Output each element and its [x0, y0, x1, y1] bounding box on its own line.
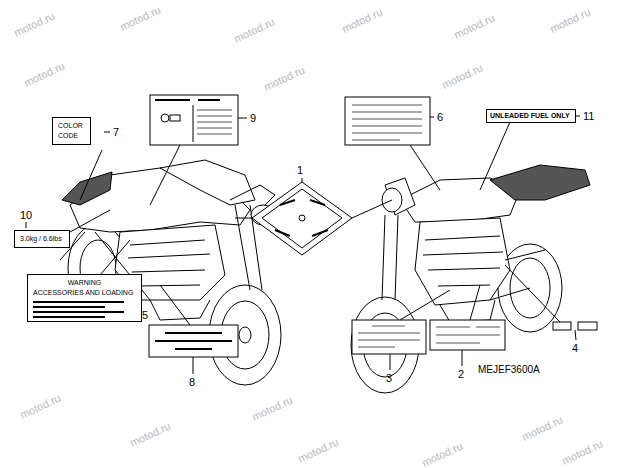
label-text: 3.0kg / 6.6lbs	[20, 234, 64, 244]
callout-number: 3	[386, 372, 392, 384]
watermark: motod.ru	[250, 394, 294, 423]
label-text: ACCESSORIES AND LOADING	[33, 288, 136, 298]
watermark: motod.ru	[548, 6, 592, 35]
caution-label: COLORCODE	[52, 117, 91, 145]
watermark: motod.ru	[18, 392, 62, 421]
watermark: motod.ru	[262, 64, 306, 93]
watermark: motod.ru	[232, 16, 276, 45]
caution-label: 3.0kg / 6.6lbs	[14, 230, 70, 248]
label-text: WARNING	[33, 278, 136, 288]
leader-lines	[26, 116, 580, 374]
watermark: motod.ru	[440, 62, 484, 91]
callout-number: 9	[250, 112, 256, 124]
watermark: motod.ru	[296, 436, 340, 465]
callout-number: 8	[189, 376, 195, 388]
callout-number: 5	[142, 309, 148, 321]
callout-number: 6	[437, 111, 443, 123]
motorcycle-right	[351, 165, 590, 393]
caution-label: WARNINGACCESSORIES AND LOADING	[27, 274, 142, 322]
watermark: motod.ru	[22, 60, 66, 89]
diagram-code: MEJEF3600A	[478, 364, 540, 376]
caution-label: UNLEADED FUEL ONLY	[486, 109, 576, 123]
watermark: motod.ru	[340, 6, 384, 35]
watermark: motod.ru	[452, 12, 496, 41]
text-bar	[33, 306, 105, 308]
caution-labels	[149, 95, 597, 357]
watermark: motod.ru	[560, 438, 604, 467]
watermark: motod.ru	[420, 440, 464, 468]
label-text: CODE	[58, 131, 85, 141]
motorcycle-left	[60, 160, 281, 385]
label-text: COLOR	[58, 121, 85, 131]
callout-number: 7	[113, 126, 119, 138]
text-bar	[33, 316, 105, 318]
watermark: motod.ru	[12, 10, 56, 39]
text-bar	[33, 311, 124, 313]
callout-number: 10	[20, 209, 32, 221]
callout-number: 4	[572, 342, 578, 354]
callout-number: 2	[458, 368, 464, 380]
text-bar	[33, 301, 124, 303]
watermark: motod.ru	[520, 414, 564, 443]
watermark: motod.ru	[128, 420, 172, 449]
callout-number: 1	[297, 164, 303, 176]
label-text: UNLEADED FUEL ONLY	[490, 111, 572, 121]
callout-number: 11	[583, 110, 594, 122]
watermark: motod.ru	[118, 4, 162, 33]
